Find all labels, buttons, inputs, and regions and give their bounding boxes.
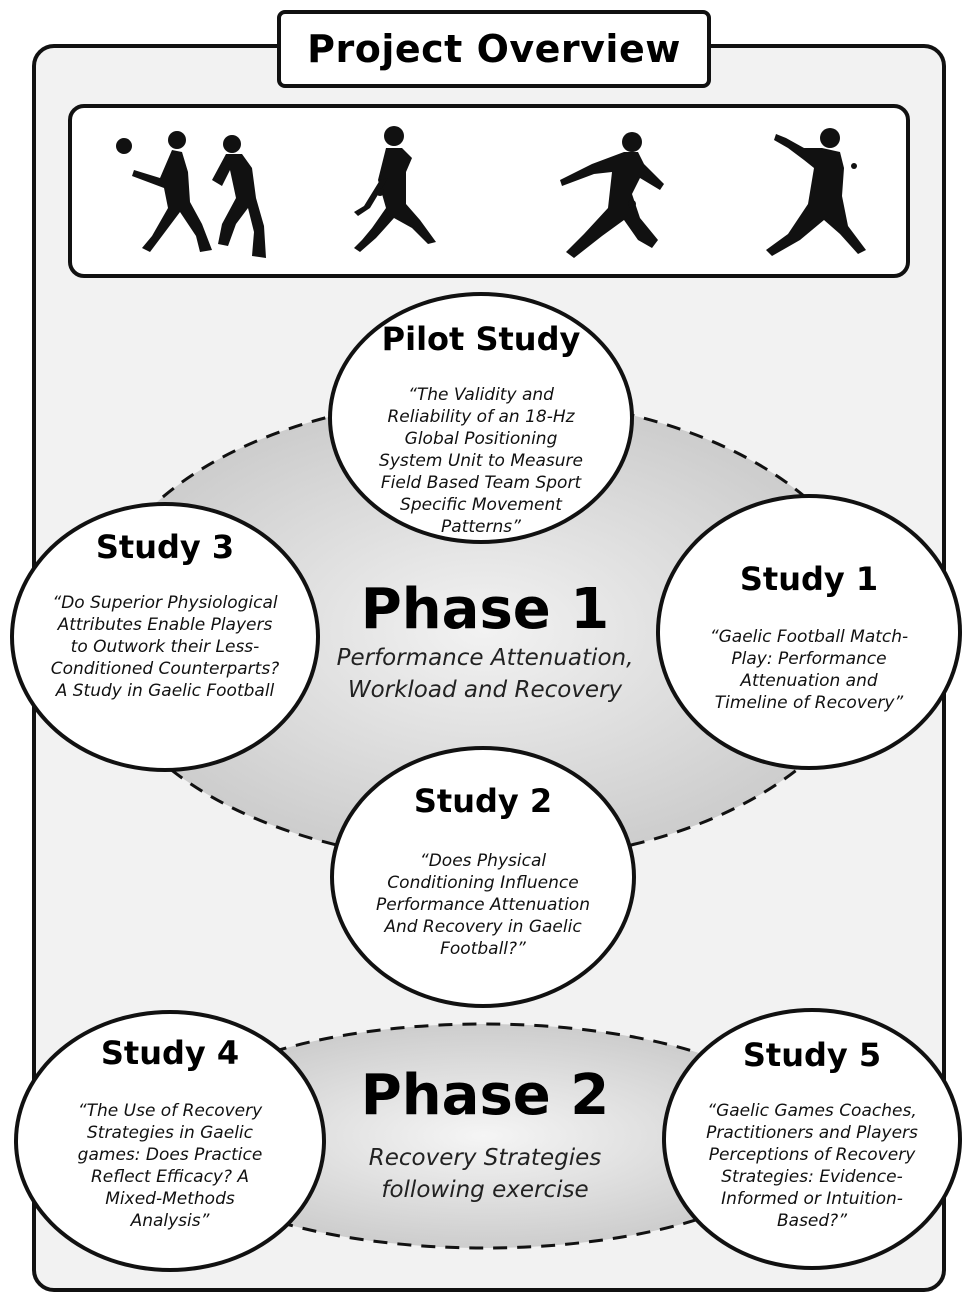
phase1-subtitle-line1: Performance Attenuation,: [336, 645, 634, 671]
study3-circle: Study 3 “Do Superior Physiological Attri…: [10, 502, 320, 772]
page-title: Project Overview: [277, 10, 711, 88]
study2-desc: “Does Physical Conditioning Influence Pe…: [376, 851, 590, 959]
gaelic-footballer-icon: [212, 135, 266, 258]
study4-circle: Study 4 “The Use of Recovery Strategies …: [14, 1010, 326, 1272]
hurler-icon: [354, 126, 436, 252]
study5-desc: “Gaelic Games Coaches, Practitioners and…: [706, 1101, 918, 1231]
study2-circle: Study 2 “Does Physical Conditioning Infl…: [330, 746, 636, 1008]
study1-title: Study 1: [739, 560, 879, 598]
study1-circle: Study 1 “Gaelic Football Match-Play: Per…: [656, 494, 962, 770]
study3-desc: “Do Superior Physiological Attributes En…: [50, 593, 280, 701]
sports-banner: [68, 104, 910, 278]
pilot-study-circle: Pilot Study “The Validity and Reliabilit…: [328, 292, 634, 544]
pilot-study-desc: “The Validity and Reliability of an 18-H…: [379, 385, 583, 537]
study2-title: Study 2: [413, 782, 553, 820]
camogie-player-icon: [560, 132, 664, 258]
phase1-label: Phase 1 Performance Attenuation, Workloa…: [320, 578, 650, 706]
study5-title: Study 5: [742, 1036, 882, 1074]
phase2-title: Phase 2: [360, 1063, 610, 1128]
phase1-title: Phase 1: [360, 577, 610, 642]
phase2-label: Phase 2 Recovery Strategies following ex…: [330, 1064, 640, 1206]
pilot-study-title: Pilot Study: [381, 320, 581, 358]
study3-title: Study 3: [95, 528, 235, 566]
handball-player-icon: [116, 131, 212, 252]
study1-desc: “Gaelic Football Match-Play: Performance…: [709, 627, 909, 713]
phase2-subtitle-line1: Recovery Strategies: [368, 1145, 602, 1171]
phase2-subtitle-line2: following exercise: [381, 1177, 589, 1203]
study4-title: Study 4: [100, 1034, 240, 1072]
hurler-striking-icon: [766, 128, 866, 256]
study4-desc: “The Use of Recovery Strategies in Gaeli…: [77, 1101, 263, 1231]
study5-circle: Study 5 “Gaelic Games Coaches, Practitio…: [662, 1008, 962, 1270]
phase1-subtitle-line2: Workload and Recovery: [347, 677, 623, 703]
